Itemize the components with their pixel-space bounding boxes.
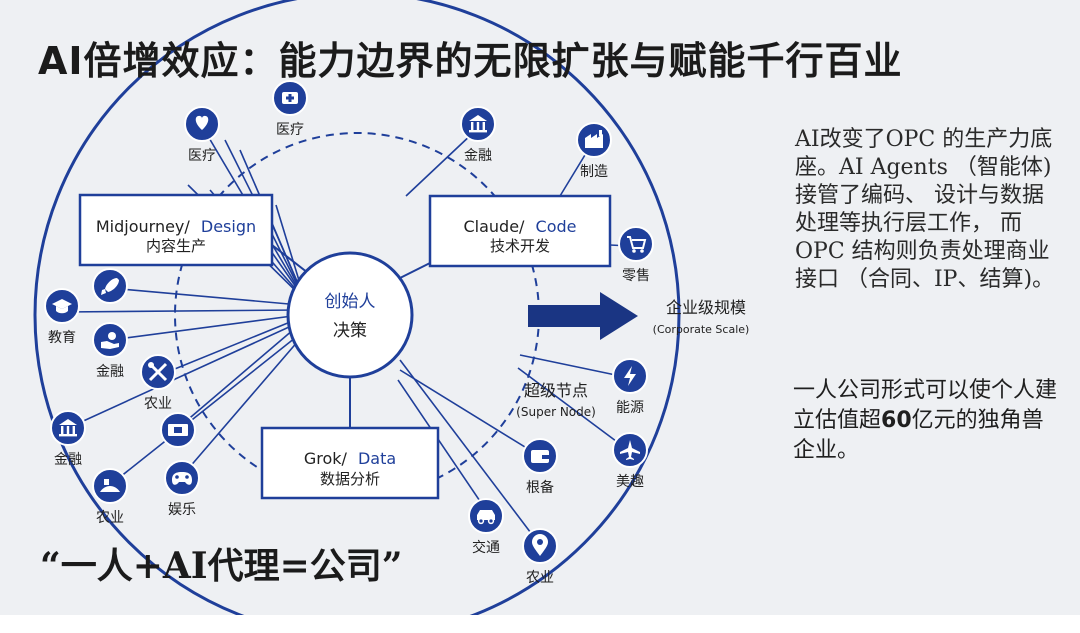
industry-node-agri-bottom: 农业 bbox=[522, 528, 558, 586]
industry-node-finance-mid: 金融 bbox=[92, 322, 128, 380]
factory-icon-glyph bbox=[585, 130, 603, 148]
industry-label-education: 教育 bbox=[48, 330, 76, 346]
plane-icon-glyph bbox=[620, 440, 640, 460]
industry-label-manufacturing: 制造 bbox=[580, 164, 608, 180]
industry-node-finance-low: 金融 bbox=[50, 410, 86, 468]
rocket-icon-glyph bbox=[101, 278, 119, 295]
unicorn-note-after: 亿元的独角兽企业。 bbox=[793, 408, 1044, 463]
super-node-sub: (Super Node) bbox=[516, 405, 596, 419]
industry-label-retail: 零售 bbox=[622, 268, 650, 284]
slogan: “一人+AI代理=公司” bbox=[40, 545, 403, 587]
industry-node-agri-low: 农业 bbox=[92, 468, 128, 526]
cart-icon-glyph bbox=[627, 236, 647, 253]
industry-node-transport: 交通 bbox=[468, 498, 504, 556]
industry-label-agri-mid: 农业 bbox=[144, 396, 172, 412]
corporate-scale-arrow bbox=[528, 292, 638, 340]
first-aid-icon-glyph bbox=[282, 92, 298, 104]
grok-name: Grok/ bbox=[304, 449, 348, 468]
claude-sub: 技术开发 bbox=[490, 237, 550, 255]
claude-name: Claude/ bbox=[463, 217, 525, 236]
industry-label-agri-low: 农业 bbox=[96, 510, 124, 526]
box-claude: Claude/ Code 技术开发 bbox=[428, 194, 612, 268]
arrow-label: 企业级规模 bbox=[666, 298, 746, 317]
industry-label-transport: 交通 bbox=[472, 539, 500, 556]
page-title: AI倍增效应：能力边界的无限扩张与赋能千行百业 bbox=[38, 39, 903, 83]
industry-label-agri-bottom: 农业 bbox=[526, 570, 554, 586]
unicorn-note-before: 一人公司形式可以使个人建立估值超 bbox=[793, 378, 1058, 433]
farm-icon-glyph bbox=[100, 479, 120, 492]
tools-icon-glyph bbox=[148, 362, 168, 382]
industry-label-finance-top: 金融 bbox=[464, 148, 492, 164]
car-icon-glyph bbox=[477, 510, 495, 525]
industry-label-energy: 能源 bbox=[616, 400, 644, 416]
super-node-label: 超级节点 bbox=[524, 381, 588, 400]
svg-text:Midjourney/ Design: Midjourney/ Design bbox=[96, 217, 256, 236]
unicorn-value: 60 bbox=[881, 408, 912, 433]
claude-tag: Code bbox=[536, 217, 577, 236]
graduation-icon-glyph bbox=[52, 299, 72, 314]
box-midjourney: Midjourney/ Design 内容生产 bbox=[78, 193, 274, 267]
hand-coin-icon bbox=[92, 322, 128, 358]
svg-text:Grok/ Data: Grok/ Data bbox=[304, 449, 396, 468]
wallet-icon-glyph bbox=[531, 450, 549, 463]
bank-icon-glyph bbox=[469, 115, 487, 133]
industry-node-travel: 美趣 bbox=[612, 432, 648, 490]
decision-label: 决策 bbox=[333, 321, 367, 341]
industry-node-education: 教育 bbox=[44, 288, 80, 346]
opc-explanation: AI改变了OPC 的生产力底座。AI Agents （智能体)接管了编码、 设计… bbox=[795, 127, 1055, 292]
right-lines bbox=[397, 131, 631, 546]
arrow-sub: (Corporate Scale) bbox=[653, 323, 750, 336]
founder-node bbox=[286, 251, 414, 379]
industry-label-medical-a: 医疗 bbox=[188, 148, 216, 164]
industry-node-energy: 能源 bbox=[612, 358, 648, 416]
industry-label-finance-mid: 金融 bbox=[96, 364, 124, 380]
industry-label-reserve: 根备 bbox=[526, 479, 554, 496]
heart-icon-glyph bbox=[195, 115, 209, 130]
founder-label: 创始人 bbox=[325, 292, 376, 312]
svg-text:Claude/ Code: Claude/ Code bbox=[463, 217, 576, 236]
industry-icons: 医疗医疗金融制造零售能源美趣农业交通根备教育金融农业金融农业娱乐 bbox=[44, 80, 654, 586]
pin-icon-glyph bbox=[532, 534, 548, 556]
midjourney-sub: 内容生产 bbox=[146, 237, 206, 255]
industry-node-finance-top: 金融 bbox=[460, 106, 496, 164]
bottom-strip bbox=[0, 615, 1080, 633]
industry-label-medical-b: 医疗 bbox=[276, 122, 304, 138]
outer-ring bbox=[33, 0, 681, 633]
grok-sub: 数据分析 bbox=[320, 470, 380, 488]
midjourney-tag: Design bbox=[201, 217, 256, 236]
unicorn-note: 一人公司形式可以使个人建立估值超60亿元的独角兽企业。 bbox=[793, 376, 1063, 466]
midjourney-name: Midjourney/ bbox=[96, 217, 191, 236]
industry-node-medical-a: 医疗 bbox=[184, 106, 220, 164]
industry-node-medical-b: 医疗 bbox=[272, 80, 308, 138]
industry-node-entertainment: 娱乐 bbox=[164, 460, 200, 518]
bolt-icon-glyph bbox=[624, 366, 636, 386]
industry-label-finance-low: 金融 bbox=[54, 452, 82, 468]
film-icon-glyph bbox=[168, 424, 188, 436]
industry-node-agri-mid: 农业 bbox=[140, 354, 176, 412]
hand-coin-icon-glyph bbox=[101, 332, 119, 349]
bank-icon-glyph bbox=[59, 419, 77, 437]
industry-node-retail: 零售 bbox=[618, 226, 654, 284]
industry-node-rocket bbox=[92, 268, 128, 304]
industry-node-film bbox=[160, 412, 196, 448]
cart-icon bbox=[618, 226, 654, 262]
industry-node-manufacturing: 制造 bbox=[576, 122, 612, 180]
industry-node-reserve: 根备 bbox=[522, 438, 558, 496]
industry-label-entertainment: 娱乐 bbox=[168, 502, 196, 518]
industry-label-travel: 美趣 bbox=[616, 474, 644, 490]
grok-tag: Data bbox=[358, 449, 396, 468]
box-grok: Grok/ Data 数据分析 bbox=[260, 426, 440, 500]
gamepad-icon-glyph bbox=[172, 472, 192, 485]
